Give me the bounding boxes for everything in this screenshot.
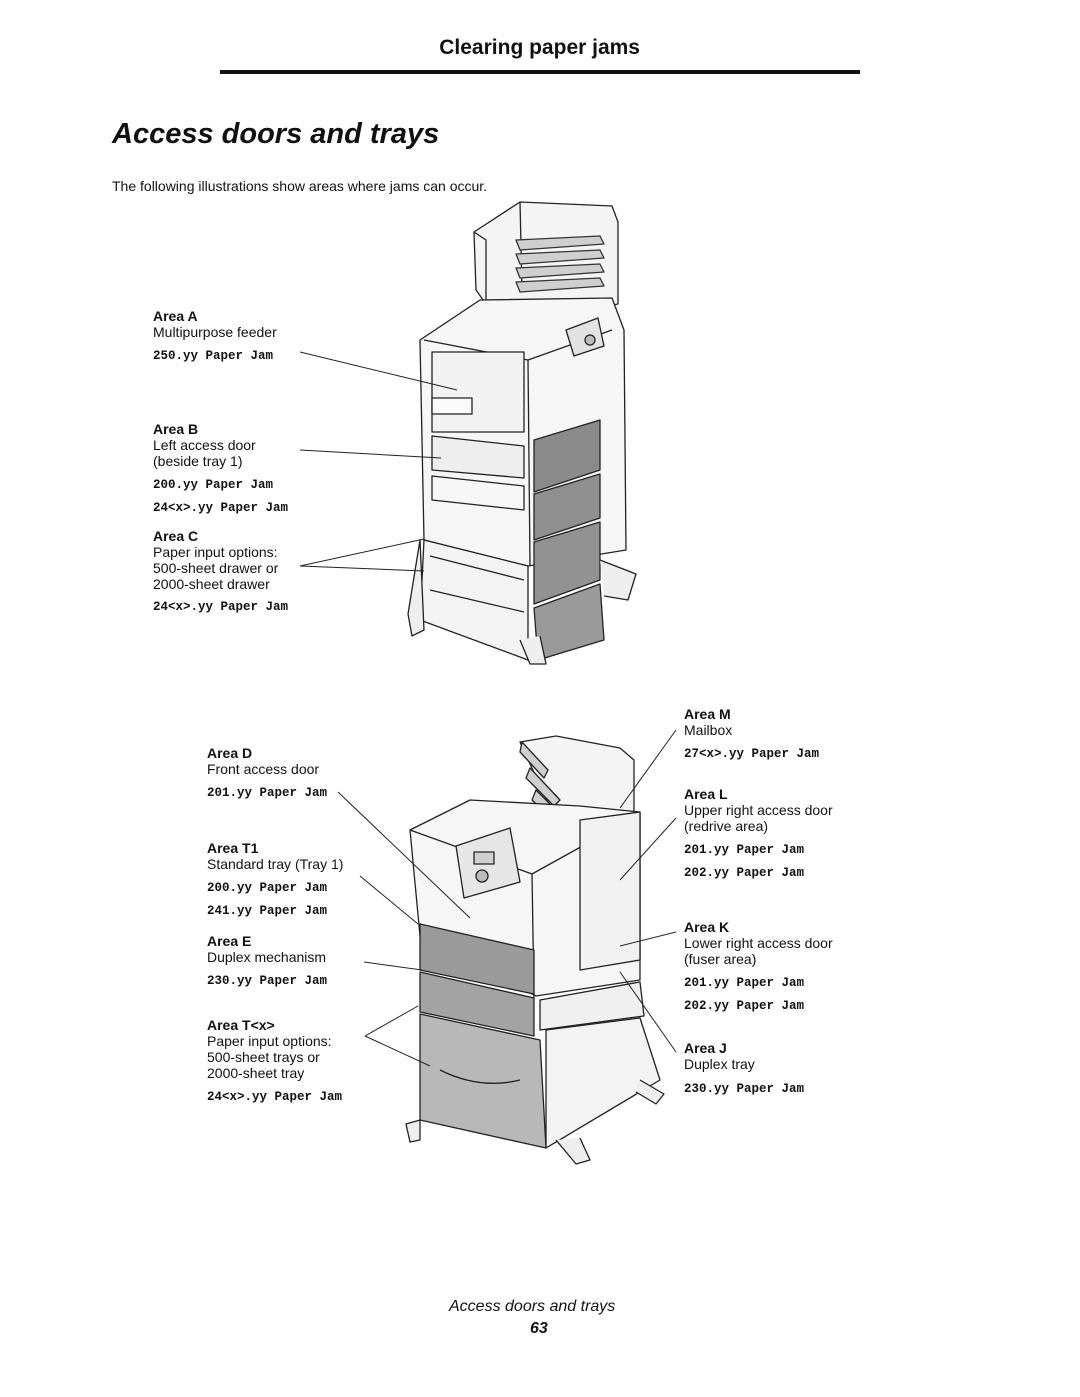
callout-desc: Left access door xyxy=(153,437,256,453)
callout-desc: Standard tray (Tray 1) xyxy=(207,856,344,872)
bottom-printer-illustration xyxy=(405,735,665,1165)
jam-code: 202.yy Paper Jam xyxy=(684,999,805,1013)
callout-desc: Paper input options: xyxy=(207,1033,332,1049)
callout-heading: Area L xyxy=(684,786,728,802)
jam-code: 230.yy Paper Jam xyxy=(684,1082,805,1096)
callout-heading: Area T<x> xyxy=(207,1017,275,1033)
callout-heading: Area C xyxy=(153,528,199,544)
jam-code: 250.yy Paper Jam xyxy=(153,349,274,363)
callout-area-tx: Area T<x> Paper input options: 500-sheet… xyxy=(207,1017,332,1081)
jam-code: 201.yy Paper Jam xyxy=(207,786,328,800)
callout-desc: 500-sheet drawer or xyxy=(153,560,279,576)
jam-code: 201.yy Paper Jam xyxy=(684,976,805,990)
callout-desc: (redrive area) xyxy=(684,818,769,834)
callout-desc: Duplex tray xyxy=(684,1056,755,1072)
callout-desc: 500-sheet trays or xyxy=(207,1049,320,1065)
callout-heading: Area M xyxy=(684,706,731,722)
callout-area-m: Area M Mailbox xyxy=(684,706,732,738)
callout-desc: Lower right access door xyxy=(684,935,833,951)
jam-code: 202.yy Paper Jam xyxy=(684,866,805,880)
page-title: Access doors and trays xyxy=(112,118,440,150)
intro-text: The following illustrations show areas w… xyxy=(112,178,488,194)
header-rule xyxy=(220,70,860,74)
jam-code: 24<x>.yy Paper Jam xyxy=(207,1090,343,1104)
callout-desc: 2000-sheet drawer xyxy=(153,576,270,592)
callout-area-t1: Area T1 Standard tray (Tray 1) xyxy=(207,840,343,872)
top-printer-illustration xyxy=(407,201,637,665)
callout-desc: 2000-sheet tray xyxy=(207,1065,305,1081)
footer-title: Access doors and trays xyxy=(449,1298,616,1315)
callout-area-b: Area B Left access door (beside tray 1) xyxy=(153,421,256,469)
callout-heading: Area B xyxy=(153,421,199,437)
callout-heading: Area J xyxy=(684,1040,727,1056)
page-number: 63 xyxy=(530,1320,548,1337)
callout-area-a: Area A Multipurpose feeder xyxy=(153,308,277,340)
jam-code: 27<x>.yy Paper Jam xyxy=(684,747,820,761)
callout-heading: Area T1 xyxy=(207,840,259,856)
callout-area-c: Area C Paper input options: 500-sheet dr… xyxy=(153,528,278,592)
callout-heading: Area A xyxy=(153,308,198,324)
callout-area-k: Area K Lower right access door (fuser ar… xyxy=(684,919,833,967)
jam-code: 24<x>.yy Paper Jam xyxy=(153,501,289,515)
callout-desc: Multipurpose feeder xyxy=(153,324,277,340)
jam-code: 241.yy Paper Jam xyxy=(207,904,328,918)
callout-desc: Duplex mechanism xyxy=(207,949,327,965)
jam-code: 201.yy Paper Jam xyxy=(684,843,805,857)
callout-heading: Area K xyxy=(684,919,730,935)
jam-code: 200.yy Paper Jam xyxy=(207,881,328,895)
callout-desc: Front access door xyxy=(207,761,320,777)
callout-area-d: Area D Front access door xyxy=(207,745,319,777)
callout-area-e: Area E Duplex mechanism xyxy=(207,933,326,965)
callout-desc: Upper right access door xyxy=(684,802,833,818)
callout-area-j: Area J Duplex tray xyxy=(684,1040,755,1072)
callout-desc: (fuser area) xyxy=(684,951,757,967)
callout-desc: (beside tray 1) xyxy=(153,453,243,469)
callout-area-l: Area L Upper right access door (redrive … xyxy=(684,786,833,834)
callout-heading: Area D xyxy=(207,745,253,761)
callout-desc: Paper input options: xyxy=(153,544,278,560)
section-title: Clearing paper jams xyxy=(439,36,640,59)
jam-code: 24<x>.yy Paper Jam xyxy=(153,600,289,614)
callout-desc: Mailbox xyxy=(684,722,733,738)
callout-heading: Area E xyxy=(207,933,252,949)
jam-code: 200.yy Paper Jam xyxy=(153,478,274,492)
jam-code: 230.yy Paper Jam xyxy=(207,974,328,988)
